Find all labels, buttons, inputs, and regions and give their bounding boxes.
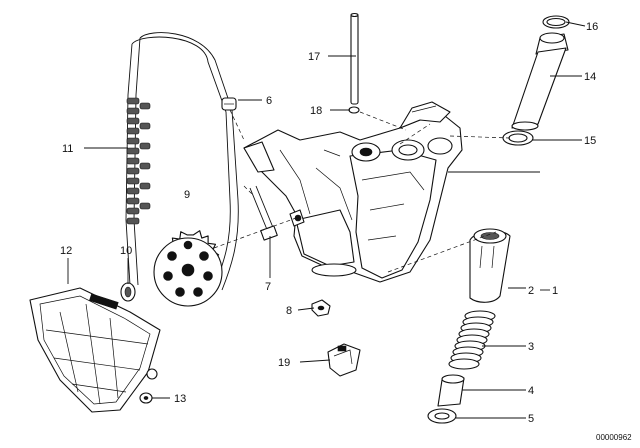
part-17-pin [350, 12, 359, 105]
part-13-nut [139, 392, 153, 404]
sprocket [153, 230, 223, 307]
callout-16: 16 [586, 21, 598, 33]
part-4-sleeve [437, 374, 465, 407]
callout-8: 8 [286, 305, 292, 317]
callout-5: 5 [528, 413, 534, 425]
chain-links [126, 97, 151, 225]
part-6-plug [221, 97, 237, 111]
part-19-clip [327, 343, 361, 377]
document-id: 00000962 [596, 433, 632, 442]
callout-11: 11 [62, 143, 73, 155]
part-3-spring [448, 310, 496, 370]
callout-12: 12 [60, 245, 72, 257]
callout-7: 7 [265, 281, 271, 293]
part-7-bolt [249, 185, 278, 241]
part-10-roller [120, 282, 136, 302]
callout-15: 15 [584, 135, 596, 147]
part-14-pipe [511, 32, 569, 131]
part-18-ring [348, 106, 360, 114]
part-8-nut [311, 299, 331, 317]
assembly-lines [213, 109, 511, 273]
leader-lines [67, 21, 586, 419]
chain-guard-cover [29, 287, 161, 413]
callout-10: 10 [120, 245, 132, 257]
callout-2: 2 [528, 285, 534, 297]
callout-6: 6 [266, 95, 272, 107]
part-15-seal [502, 130, 534, 146]
callout-13: 13 [174, 393, 186, 405]
oil-pump-housing [243, 101, 463, 283]
drive-chain [125, 32, 239, 291]
callout-17: 17 [308, 51, 320, 63]
callout-9: 9 [184, 189, 190, 201]
callout-3: 3 [528, 341, 534, 353]
part-16-seal [542, 15, 570, 29]
part-2-valve-piston [469, 228, 511, 303]
callout-4: 4 [528, 385, 534, 397]
callout-1: 1 [552, 285, 558, 297]
part-5-washer [427, 408, 457, 424]
callout-14: 14 [584, 71, 596, 83]
callout-19: 19 [278, 357, 290, 369]
callout-18: 18 [310, 105, 322, 117]
